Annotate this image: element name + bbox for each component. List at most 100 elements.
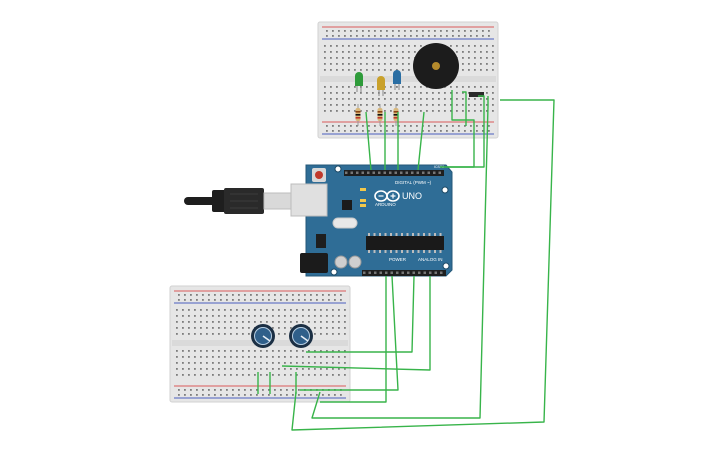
- breadboard-hole: [194, 315, 196, 317]
- resistor-1[interactable]: [355, 104, 361, 126]
- header-pin[interactable]: [363, 271, 366, 275]
- wire[interactable]: [281, 276, 431, 371]
- breadboard-hole: [492, 86, 494, 88]
- breadboard-hole: [194, 356, 196, 358]
- breadboard-hole: [176, 315, 178, 317]
- header-pin[interactable]: [440, 271, 443, 275]
- header-pin[interactable]: [368, 271, 372, 275]
- header-pin[interactable]: [418, 271, 421, 275]
- breadboard-hole: [366, 63, 368, 65]
- wire[interactable]: [462, 91, 467, 126]
- header-pin[interactable]: [372, 171, 376, 175]
- resistor-2[interactable]: [377, 104, 383, 126]
- header-pin[interactable]: [390, 271, 394, 275]
- header-pin[interactable]: [374, 271, 377, 275]
- wire[interactable]: [300, 275, 399, 391]
- header-pin[interactable]: [411, 171, 414, 175]
- breadboard-hole: [254, 374, 256, 376]
- header-pin[interactable]: [394, 171, 398, 175]
- chip-leg: [417, 233, 420, 236]
- led-green[interactable]: [355, 72, 363, 92]
- resistor-3[interactable]: [393, 104, 399, 126]
- breadboard-hole: [420, 104, 422, 106]
- breadboard-hole: [308, 309, 310, 311]
- breadboard-hole: [428, 125, 430, 127]
- breadboard-hole: [296, 368, 298, 370]
- breadboard-hole: [372, 57, 374, 59]
- breadboard-hole: [330, 110, 332, 112]
- header-pin[interactable]: [400, 171, 403, 175]
- header-pin[interactable]: [427, 171, 431, 175]
- breadboard-hole: [408, 57, 410, 59]
- wire[interactable]: [306, 275, 415, 353]
- header-pin[interactable]: [367, 171, 370, 175]
- breadboard-hole: [206, 315, 208, 317]
- header-pin[interactable]: [361, 171, 365, 175]
- breadboard-hole: [324, 98, 326, 100]
- breadboard-hole: [190, 389, 192, 391]
- header-pin[interactable]: [412, 271, 416, 275]
- header-pin[interactable]: [433, 171, 436, 175]
- wire[interactable]: [311, 96, 489, 419]
- breadboard-hole: [488, 35, 490, 37]
- header-pin[interactable]: [385, 271, 388, 275]
- wire[interactable]: [320, 276, 387, 403]
- header-pin[interactable]: [429, 271, 432, 275]
- chip-leg: [434, 233, 436, 236]
- header-pin[interactable]: [401, 271, 405, 275]
- header-pin[interactable]: [396, 271, 399, 275]
- potentiometer-2[interactable]: [289, 324, 313, 348]
- breadboard-hole: [218, 321, 220, 323]
- header-pin[interactable]: [422, 171, 425, 175]
- breadboard-hole: [250, 299, 252, 301]
- wire[interactable]: [365, 111, 372, 171]
- header-pin[interactable]: [345, 171, 348, 175]
- breadboard-hole: [178, 394, 180, 396]
- breadboard-hole: [278, 368, 280, 370]
- breadboard-hole: [398, 35, 400, 37]
- breadboard-hole: [220, 294, 222, 296]
- header-pin[interactable]: [383, 171, 387, 175]
- breadboard-hole: [266, 350, 268, 352]
- header-pin[interactable]: [379, 271, 383, 275]
- header-pin[interactable]: [434, 271, 438, 275]
- breadboard-hole: [320, 362, 322, 364]
- breadboard-hole: [182, 321, 184, 323]
- wire[interactable]: [448, 95, 485, 168]
- breadboard-hole: [324, 51, 326, 53]
- breadboard-hole: [286, 294, 288, 296]
- header-pin[interactable]: [405, 171, 409, 175]
- breadboard-hole: [274, 389, 276, 391]
- header-pin[interactable]: [389, 171, 392, 175]
- header-pin[interactable]: [378, 171, 381, 175]
- led-blue[interactable]: [393, 70, 401, 90]
- breadboard-hole: [384, 69, 386, 71]
- pushbutton-or-jumper[interactable]: [469, 92, 484, 97]
- breadboard-hole: [268, 294, 270, 296]
- breadboard-hole: [414, 110, 416, 112]
- header-pin[interactable]: [407, 271, 410, 275]
- wire[interactable]: [291, 99, 555, 431]
- breadboard-hole: [434, 30, 436, 32]
- header-pin[interactable]: [416, 171, 420, 175]
- header-pin[interactable]: [350, 171, 354, 175]
- arduino-uno-board[interactable]: DIGITAL (PWM ~) POWER ANALOG IN ICSP2 UN…: [290, 164, 453, 277]
- header-pin[interactable]: [423, 271, 427, 275]
- usb-cable[interactable]: [184, 188, 293, 214]
- breadboard-hole: [348, 45, 350, 47]
- wire[interactable]: [417, 111, 425, 171]
- header-pin[interactable]: [438, 171, 442, 175]
- breadboard-hole: [236, 350, 238, 352]
- buzzer-center: [432, 62, 440, 70]
- usb-chip: [342, 200, 352, 210]
- breadboard-hole: [390, 69, 392, 71]
- breadboard-hole: [348, 57, 350, 59]
- chip-leg: [373, 233, 376, 236]
- potentiometer-1[interactable]: [251, 324, 275, 348]
- led-yellow[interactable]: [377, 76, 385, 96]
- piezo-buzzer[interactable]: [413, 43, 459, 89]
- breadboard-hole: [194, 362, 196, 364]
- breadboard-hole: [326, 30, 328, 32]
- header-pin[interactable]: [356, 171, 359, 175]
- breadboard-hole: [182, 350, 184, 352]
